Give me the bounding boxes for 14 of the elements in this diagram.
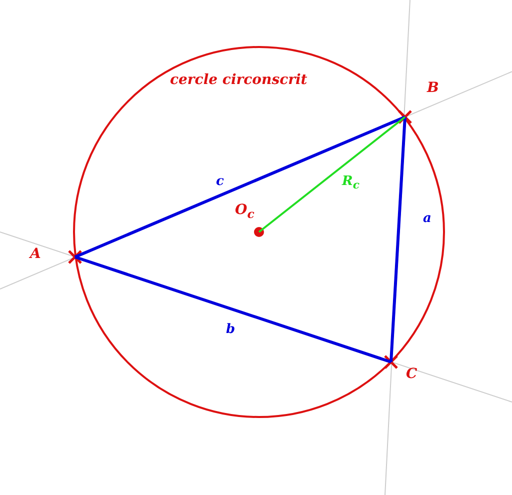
edge-label: R$_{c}$ [342,174,360,193]
line-segment [74,256,392,364]
line-segment [258,116,406,233]
point-label: C [406,366,418,382]
edge-label: a [423,211,432,226]
line-segment [390,116,406,362]
circumscribed-circle [73,46,445,418]
edge-label: b [226,322,236,337]
point-label: O$_{c}$ [235,202,254,222]
circle-label: cercle circonscrit [170,72,308,88]
edge-label: c [216,174,224,189]
line-segment [74,116,406,258]
point-label: B [427,80,439,96]
point-label: A [30,246,41,262]
